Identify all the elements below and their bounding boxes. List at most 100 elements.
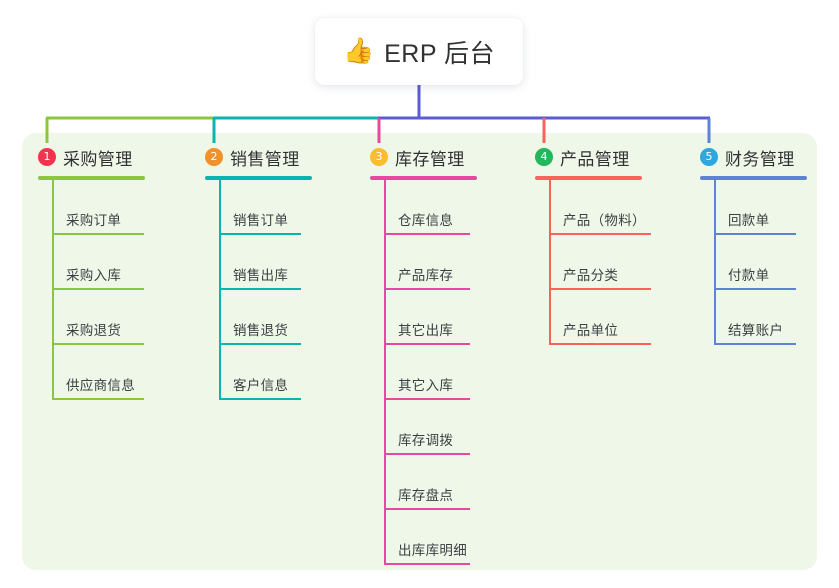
branch-column: 2 销售管理销售订单销售出库销售退货客户信息 xyxy=(205,145,312,400)
branch-trunk-line xyxy=(52,180,54,400)
branch-item[interactable]: 销售退货 xyxy=(219,290,312,345)
branch-item-label: 结算账户 xyxy=(728,323,784,338)
branch-title: 产品管理 xyxy=(560,149,630,169)
branch-item-list: 销售订单销售出库销售退货客户信息 xyxy=(205,180,312,400)
branch-underline xyxy=(535,176,642,180)
branch-item-underline xyxy=(52,233,144,235)
branch-item-underline xyxy=(384,233,470,235)
branch-header[interactable]: 1 采购管理 xyxy=(38,145,145,169)
branch-header[interactable]: 4 产品管理 xyxy=(535,145,646,169)
branch-item-underline xyxy=(384,288,470,290)
branch-underline xyxy=(700,176,807,180)
branch-item-underline xyxy=(549,233,651,235)
branch-header[interactable]: 5 财务管理 xyxy=(700,145,807,169)
branch-item[interactable]: 仓库信息 xyxy=(384,180,477,235)
branch-item[interactable]: 产品单位 xyxy=(549,290,651,345)
branch-underline xyxy=(205,176,312,180)
branch-item-underline xyxy=(384,398,470,400)
branch-item[interactable]: 其它出库 xyxy=(384,290,477,345)
branch-title: 财务管理 xyxy=(725,149,795,169)
branch-item-label: 采购入库 xyxy=(66,268,122,283)
branch-item-underline xyxy=(549,288,651,290)
thumbs-up-icon: 👍 xyxy=(342,37,375,65)
branch-item[interactable]: 客户信息 xyxy=(219,345,312,400)
branch-column: 1 采购管理采购订单采购入库采购退货供应商信息 xyxy=(38,145,145,400)
branch-item[interactable]: 产品库存 xyxy=(384,235,477,290)
branch-trunk-line xyxy=(549,180,551,345)
branch-item[interactable]: 采购退货 xyxy=(52,290,145,345)
branch-item-list: 采购订单采购入库采购退货供应商信息 xyxy=(38,180,145,400)
branch-item-label: 销售退货 xyxy=(233,323,289,338)
branch-item-label: 客户信息 xyxy=(233,378,289,393)
branch-item-label: 产品（物料） xyxy=(563,213,646,228)
root-node[interactable]: 👍 ERP 后台 xyxy=(315,18,523,85)
branch-item-underline xyxy=(714,343,796,345)
branch-index-badge: 5 xyxy=(700,148,718,166)
branch-underline xyxy=(38,176,145,180)
branch-index-badge: 4 xyxy=(535,148,553,166)
branch-item-label: 产品单位 xyxy=(563,323,619,338)
branch-item-label: 其它出库 xyxy=(398,323,454,338)
branch-item-label: 仓库信息 xyxy=(398,213,454,228)
branch-item-underline xyxy=(52,343,144,345)
branch-trunk-line xyxy=(384,180,386,565)
branch-item-label: 采购订单 xyxy=(66,213,122,228)
branch-item-underline xyxy=(384,508,470,510)
branch-item-label: 其它入库 xyxy=(398,378,454,393)
branch-index-badge: 3 xyxy=(370,148,388,166)
branch-index-badge: 1 xyxy=(38,148,56,166)
branch-item-underline xyxy=(549,343,651,345)
root-title: ERP 后台 xyxy=(384,39,496,68)
branch-column: 3 库存管理仓库信息产品库存其它出库其它入库库存调拨库存盘点出库库明细 xyxy=(370,145,477,565)
branch-trunk-line xyxy=(714,180,716,345)
branch-column: 4 产品管理产品（物料） 产品分类产品单位 xyxy=(535,145,651,345)
branch-item-label: 付款单 xyxy=(728,268,770,283)
branch-item-underline xyxy=(714,233,796,235)
branch-item[interactable]: 供应商信息 xyxy=(52,345,145,400)
branch-item-label: 产品库存 xyxy=(398,268,454,283)
branch-item-underline xyxy=(384,563,470,565)
branch-title: 销售管理 xyxy=(230,149,300,169)
branch-item[interactable]: 库存盘点 xyxy=(384,455,477,510)
branch-title: 库存管理 xyxy=(395,149,465,169)
branch-item-label: 产品分类 xyxy=(563,268,619,283)
branch-item[interactable]: 出库库明细 xyxy=(384,510,477,565)
branch-item-underline xyxy=(384,453,470,455)
branch-header[interactable]: 2 销售管理 xyxy=(205,145,312,169)
branch-item-underline xyxy=(219,288,301,290)
branch-item-list: 产品（物料） 产品分类产品单位 xyxy=(535,180,651,345)
branch-item[interactable]: 结算账户 xyxy=(714,290,807,345)
branch-item-label: 供应商信息 xyxy=(66,378,135,393)
branch-column: 5 财务管理回款单付款单结算账户 xyxy=(700,145,807,345)
branch-item-label: 库存盘点 xyxy=(398,488,454,503)
branch-item[interactable]: 销售出库 xyxy=(219,235,312,290)
branch-item[interactable]: 产品（物料） xyxy=(549,180,651,235)
branch-title: 采购管理 xyxy=(63,149,133,169)
branch-item[interactable]: 销售订单 xyxy=(219,180,312,235)
branch-item-underline xyxy=(219,398,301,400)
branch-trunk-line xyxy=(219,180,221,400)
branch-item[interactable]: 付款单 xyxy=(714,235,807,290)
branch-item-label: 库存调拨 xyxy=(398,433,454,448)
branch-item-label: 销售订单 xyxy=(233,213,289,228)
branch-underline xyxy=(370,176,477,180)
branch-item-label: 出库库明细 xyxy=(398,543,467,558)
branch-item[interactable]: 其它入库 xyxy=(384,345,477,400)
branch-item-label: 销售出库 xyxy=(233,268,289,283)
branch-item-label: 回款单 xyxy=(728,213,770,228)
branch-item[interactable]: 采购订单 xyxy=(52,180,145,235)
branch-item[interactable]: 产品分类 xyxy=(549,235,651,290)
branch-item-underline xyxy=(384,343,470,345)
branch-item[interactable]: 回款单 xyxy=(714,180,807,235)
branch-item-list: 回款单付款单结算账户 xyxy=(700,180,807,345)
branch-item[interactable]: 库存调拨 xyxy=(384,400,477,455)
branch-item-label: 采购退货 xyxy=(66,323,122,338)
branch-header[interactable]: 3 库存管理 xyxy=(370,145,477,169)
branch-item-list: 仓库信息产品库存其它出库其它入库库存调拨库存盘点出库库明细 xyxy=(370,180,477,565)
branch-item[interactable]: 采购入库 xyxy=(52,235,145,290)
branch-index-badge: 2 xyxy=(205,148,223,166)
branch-item-underline xyxy=(52,288,144,290)
branch-item-underline xyxy=(219,343,301,345)
branch-item-underline xyxy=(714,288,796,290)
diagram-canvas xyxy=(22,133,817,570)
